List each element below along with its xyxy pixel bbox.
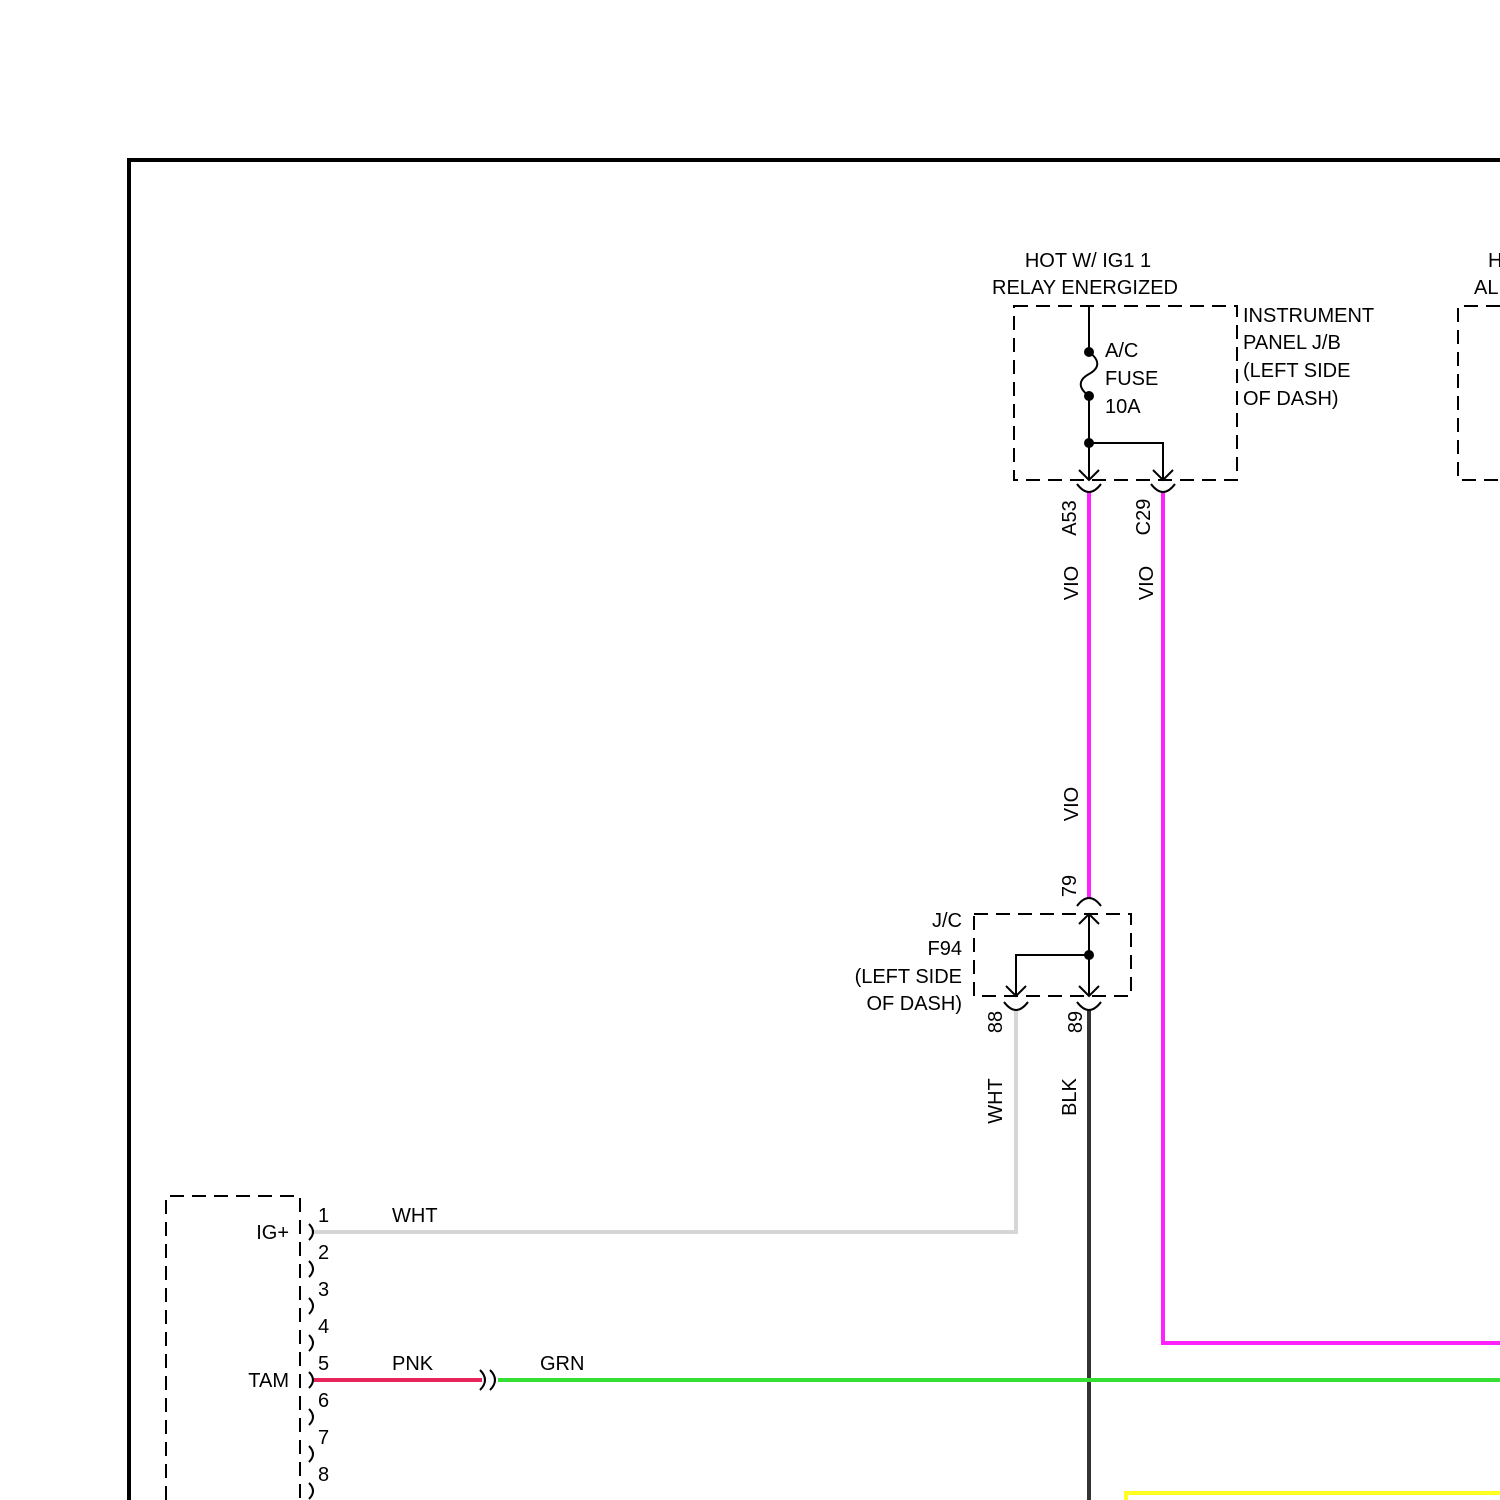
wire-color-pnk: PNK — [392, 1353, 434, 1375]
power-source-line1: HOT W/ IG1 1 — [1025, 250, 1151, 272]
wire-color-grn: GRN — [540, 1353, 584, 1375]
pin-number-5: 5 — [318, 1353, 329, 1375]
jc-label-line4: OF DASH) — [866, 993, 962, 1015]
connector-c29 — [1151, 484, 1175, 492]
instrument-panel-jb-box — [1014, 306, 1237, 480]
wire-color-vio-a53-upper: VIO — [1061, 566, 1083, 600]
jb-label-line1: INSTRUMENT — [1243, 305, 1374, 327]
connector-a53 — [1077, 484, 1101, 492]
pin-number-2: 2 — [318, 1242, 329, 1264]
jb-label-line4: OF DASH) — [1243, 388, 1339, 410]
terminal-89-label: 89 — [1065, 1011, 1087, 1033]
pin-number-7: 7 — [318, 1427, 329, 1449]
wire-color-vio-c29: VIO — [1136, 566, 1158, 600]
pin-number-8: 8 — [318, 1464, 329, 1486]
pin-name-tam: TAM — [248, 1370, 289, 1392]
wire-color-wht-horizontal: WHT — [392, 1205, 438, 1227]
connector-89 — [1077, 1002, 1101, 1010]
cut-off-junction-box — [1458, 306, 1500, 480]
inline-connector-pnk-grn — [480, 1370, 495, 1390]
pin-number-1: 1 — [318, 1205, 329, 1227]
jb-label-line2: PANEL J/B — [1243, 332, 1341, 354]
pin-number-6: 6 — [318, 1390, 329, 1412]
jc-label-line1: J/C — [932, 910, 962, 932]
fuse-label-line3: 10A — [1105, 396, 1141, 418]
terminal-a53-label: A53 — [1059, 500, 1081, 536]
wire-wht — [314, 1010, 1016, 1232]
terminal-88-label: 88 — [985, 1011, 1007, 1033]
wire-vio-c29 — [1163, 492, 1500, 1343]
connector-79 — [1077, 898, 1101, 906]
wire-yellow — [1126, 1493, 1500, 1500]
pin-number-4: 4 — [318, 1316, 329, 1338]
cut-off-label-line2: AL — [1474, 277, 1498, 299]
wire-color-blk: BLK — [1059, 1077, 1081, 1115]
cut-off-label-line1: H — [1488, 250, 1500, 272]
jc-label-line3: (LEFT SIDE — [855, 966, 962, 988]
power-source-line2: RELAY ENERGIZED — [992, 277, 1178, 299]
pin-number-3: 3 — [318, 1279, 329, 1301]
fuse-symbol — [1081, 352, 1098, 396]
jc-label-line2: F94 — [928, 938, 962, 960]
jc-branch-line — [1016, 955, 1089, 996]
pin-name-ig: IG+ — [256, 1222, 289, 1244]
wire-color-vio-a53-lower: VIO — [1061, 787, 1083, 821]
jb-branch-line — [1089, 443, 1163, 480]
component-pin-connectors — [309, 1224, 313, 1499]
terminal-c29-label: C29 — [1133, 499, 1155, 536]
connector-88 — [1004, 1002, 1028, 1010]
fuse-label-line1: A/C — [1105, 340, 1138, 362]
fuse-label-line2: FUSE — [1105, 368, 1158, 390]
wire-color-wht-vertical: WHT — [985, 1078, 1007, 1124]
terminal-79-label: 79 — [1059, 875, 1081, 897]
jb-label-line3: (LEFT SIDE — [1243, 360, 1350, 382]
